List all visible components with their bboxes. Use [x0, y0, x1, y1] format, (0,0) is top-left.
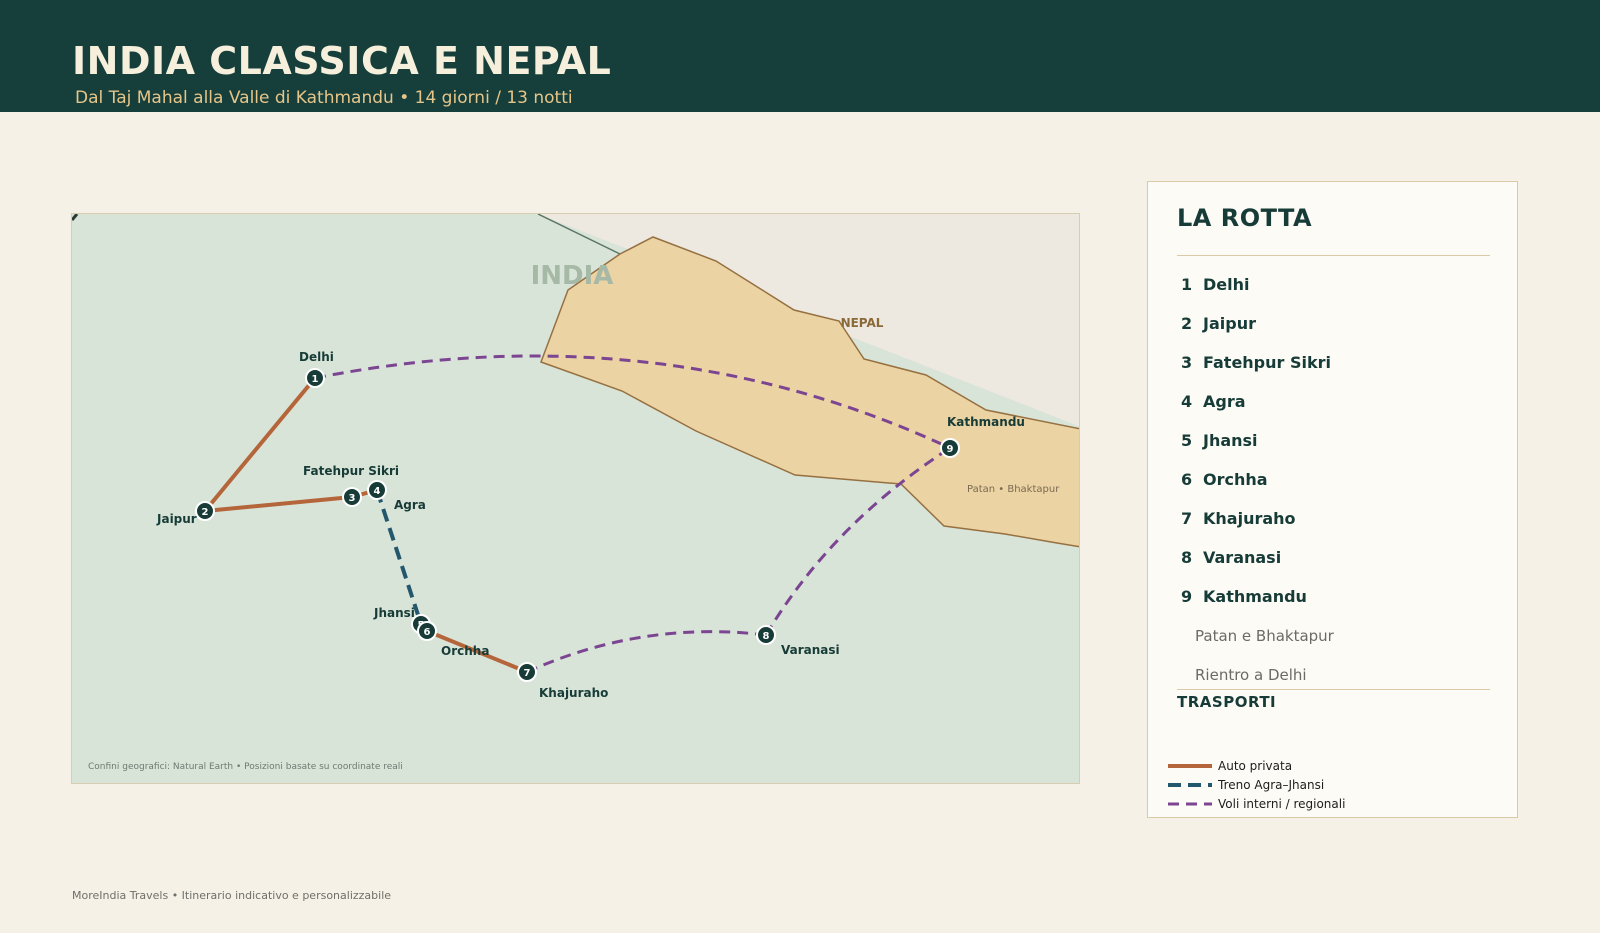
- route-item-number: 2: [1181, 314, 1193, 333]
- route-item-kathmandu[interactable]: 9 Kathmandu: [1181, 585, 1307, 609]
- route-item-name: Fatehpur Sikri: [1203, 353, 1332, 372]
- legend-swatch-car: [1168, 764, 1212, 768]
- stop-number: 9: [947, 444, 954, 455]
- panel-divider: [1177, 689, 1490, 690]
- transport-title: TRASPORTI: [1177, 693, 1277, 711]
- stop-label-varanasi: Varanasi: [781, 643, 840, 657]
- route-map[interactable]: INDIA NEPAL Patan • Bhaktapur 1 Delhi 2 …: [71, 213, 1080, 784]
- route-panel-title: LA ROTTA: [1177, 204, 1313, 232]
- route-item-number: 3: [1181, 353, 1193, 372]
- stop-number: 1: [312, 374, 319, 385]
- route-item-name: Kathmandu: [1203, 587, 1307, 606]
- legend-label: Auto privata: [1218, 759, 1293, 773]
- stop-label-jhansi: Jhansi: [373, 606, 415, 620]
- route-item-name: Jaipur: [1203, 314, 1256, 333]
- footer-note: MoreIndia Travels • Itinerario indicativ…: [72, 889, 392, 902]
- legend-label: Treno Agra–Jhansi: [1218, 778, 1325, 792]
- stop-marker-agra[interactable]: 4: [367, 480, 387, 500]
- stop-number: 8: [763, 631, 770, 642]
- page-subtitle: Dal Taj Mahal alla Valle di Kathmandu • …: [75, 88, 573, 108]
- route-item-jhansi[interactable]: 5 Jhansi: [1181, 429, 1258, 453]
- route-flight-delhi-kathmandu: [314, 354, 951, 450]
- stop-number: 7: [524, 668, 531, 679]
- stop-label-fatehpur-sikri: Fatehpur Sikri: [303, 464, 399, 478]
- legend-swatch-train: [1168, 783, 1212, 787]
- route-item-number: 9: [1181, 587, 1193, 606]
- route-item-jaipur[interactable]: 2 Jaipur: [1181, 312, 1256, 336]
- stop-marker-fatehpur-sikri[interactable]: 3: [342, 487, 362, 507]
- nepal-country-label: NEPAL: [841, 316, 884, 330]
- route-item-name: Khajuraho: [1203, 509, 1296, 528]
- stop-marker-khajuraho[interactable]: 7: [517, 662, 537, 682]
- india-corner-mark: [72, 214, 79, 221]
- route-item-number: 7: [1181, 509, 1193, 528]
- route-item-number: 4: [1181, 392, 1193, 411]
- route-item-name: Delhi: [1203, 275, 1250, 294]
- stop-label-agra: Agra: [394, 498, 426, 512]
- india-border-north: [537, 214, 621, 255]
- stop-number: 3: [349, 493, 356, 504]
- stop-number: 6: [424, 627, 431, 638]
- stop-marker-varanasi[interactable]: 8: [756, 625, 776, 645]
- map-canvas: INDIA NEPAL Patan • Bhaktapur 1 Delhi 2 …: [72, 214, 1079, 772]
- route-item-number: 8: [1181, 548, 1193, 567]
- route-item-khajuraho[interactable]: 7 Khajuraho: [1181, 507, 1296, 531]
- route-car-jaipur-fatehpur: [203, 495, 354, 513]
- map-credit: Confini geografici: Natural Earth • Posi…: [88, 762, 403, 772]
- stop-number: 2: [202, 507, 209, 518]
- stop-marker-orchha[interactable]: 6: [417, 621, 437, 641]
- route-item-name: Orchha: [1203, 470, 1268, 489]
- route-train-agra-jhansi: [375, 489, 423, 625]
- stop-marker-jaipur[interactable]: 2: [195, 501, 215, 521]
- route-item-varanasi[interactable]: 8 Varanasi: [1181, 546, 1281, 570]
- route-flight-khajuraho-varanasi: [526, 630, 767, 674]
- route-item-name: Agra: [1203, 392, 1246, 411]
- stop-marker-delhi[interactable]: 1: [305, 368, 325, 388]
- route-flight-varanasi-kathmandu: [764, 446, 951, 636]
- stop-label-jaipur: Jaipur: [156, 512, 197, 526]
- page-title: INDIA CLASSICA E NEPAL: [72, 39, 612, 83]
- stop-label-kathmandu: Kathmandu: [947, 415, 1025, 429]
- stop-number: 4: [374, 486, 381, 497]
- route-car-delhi-jaipur: [203, 376, 317, 513]
- route-item-name: Jhansi: [1203, 431, 1258, 450]
- route-item-number: 6: [1181, 470, 1193, 489]
- header-bar: INDIA CLASSICA E NEPAL Dal Taj Mahal all…: [0, 0, 1600, 112]
- route-extra-patan-bhaktapur: Patan e Bhaktapur: [1195, 627, 1334, 645]
- route-item-number: 1: [1181, 275, 1193, 294]
- route-extra-rientro-delhi: Rientro a Delhi: [1195, 666, 1307, 684]
- patan-bhaktapur-label: Patan • Bhaktapur: [967, 484, 1060, 495]
- stop-label-khajuraho: Khajuraho: [539, 686, 608, 700]
- route-car-orchha-khajuraho: [425, 629, 529, 674]
- stop-label-delhi: Delhi: [299, 350, 334, 364]
- legend-label: Voli interni / regionali: [1218, 797, 1346, 811]
- nepal-region: [540, 236, 1079, 548]
- route-item-fatehpur-sikri[interactable]: 3 Fatehpur Sikri: [1181, 351, 1331, 375]
- route-item-agra[interactable]: 4 Agra: [1181, 390, 1246, 414]
- route-item-delhi[interactable]: 1 Delhi: [1181, 273, 1250, 297]
- stop-label-orchha: Orchha: [441, 644, 489, 658]
- route-item-orchha[interactable]: 6 Orchha: [1181, 468, 1268, 492]
- route-item-name: Varanasi: [1203, 548, 1282, 567]
- stop-marker-kathmandu[interactable]: 9: [940, 438, 960, 458]
- panel-divider: [1177, 255, 1490, 256]
- route-item-number: 5: [1181, 431, 1193, 450]
- legend-swatch-flight: [1168, 802, 1212, 806]
- india-country-label: INDIA: [531, 261, 614, 291]
